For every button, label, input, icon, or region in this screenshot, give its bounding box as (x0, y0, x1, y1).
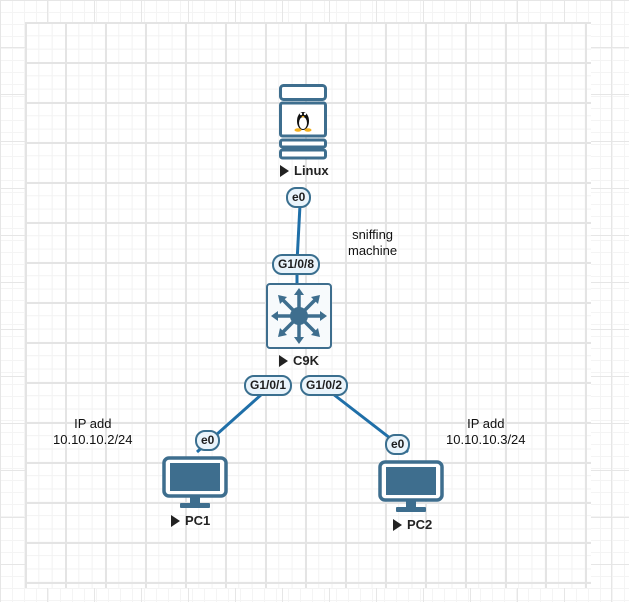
note-line: IP add (74, 416, 112, 431)
play-icon (280, 164, 289, 177)
pc1-node[interactable] (162, 456, 228, 510)
linux-label-text: Linux (294, 163, 329, 178)
link-linux-c9k[interactable] (295, 204, 302, 263)
linux-server-icon (279, 84, 327, 160)
monitor-icon (162, 456, 228, 508)
tux-penguin-icon (294, 112, 312, 132)
play-icon (393, 518, 402, 531)
note-pc2-ip[interactable]: IP add 10.10.10.3/24 (446, 416, 526, 448)
note-line: machine (348, 243, 398, 258)
c9k-node[interactable] (266, 283, 332, 349)
monitor-icon (378, 460, 444, 512)
note-line: sniffing (352, 227, 394, 242)
note-line: 10.10.10.3/24 (446, 432, 526, 447)
note-line: 10.10.10.2/24 (53, 432, 133, 447)
linux-node[interactable] (279, 84, 327, 160)
port-c9k-g1-0-2[interactable]: G1/0/2 (300, 375, 349, 396)
port-c9k-g1-0-8[interactable]: G1/0/8 (272, 254, 321, 275)
port-linux-e0[interactable]: e0 (286, 187, 312, 208)
c9k-label[interactable]: C9K (279, 353, 319, 368)
note-line: IP add (467, 416, 505, 431)
port-pc1-e0[interactable]: e0 (195, 430, 221, 451)
pc2-label-text: PC2 (407, 517, 433, 532)
pc2-node[interactable] (378, 460, 444, 514)
linux-label[interactable]: Linux (280, 163, 329, 178)
c9k-label-text: C9K (293, 353, 320, 368)
play-icon (279, 354, 288, 367)
pc1-label-text: PC1 (185, 513, 211, 528)
play-icon (171, 514, 180, 527)
port-c9k-g1-0-1[interactable]: G1/0/1 (244, 375, 293, 396)
multilayer-switch-icon (266, 283, 332, 349)
pc1-label[interactable]: PC1 (171, 513, 210, 528)
pc2-label[interactable]: PC2 (393, 517, 432, 532)
note-pc1-ip[interactable]: IP add 10.10.10.2/24 (53, 416, 133, 448)
note-sniffing-machine[interactable]: sniffing machine (348, 227, 397, 259)
port-pc2-e0[interactable]: e0 (385, 434, 411, 455)
